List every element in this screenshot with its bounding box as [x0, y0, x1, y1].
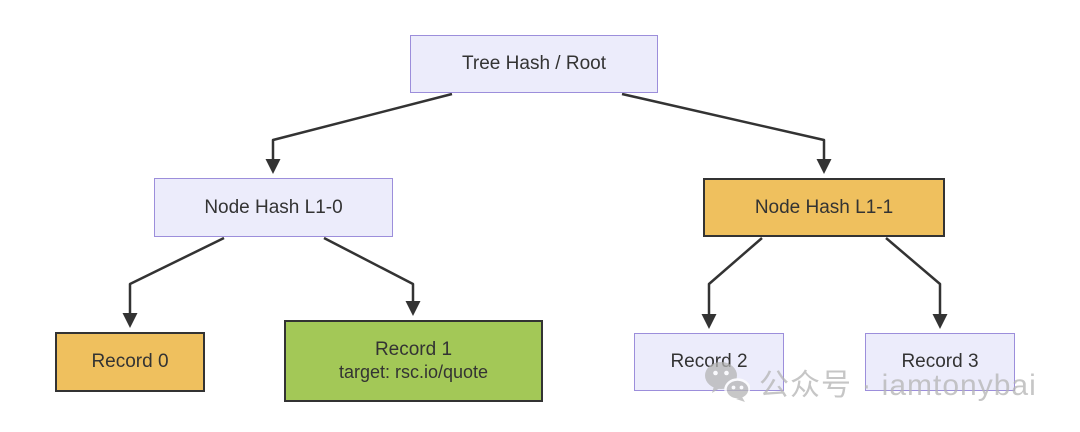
- node-record-3: Record 3: [865, 333, 1015, 391]
- edge-l1-1-to-record-3: [885, 237, 948, 329]
- node-sublabel: target: rsc.io/quote: [338, 361, 489, 382]
- node-hash-l1-0: Node Hash L1-0: [154, 178, 393, 237]
- edge-l1-0-to-record-0: [122, 236, 225, 328]
- node-record-0: Record 0: [55, 332, 205, 392]
- node-record-2: Record 2: [634, 333, 784, 391]
- node-record-1: Record 1 target: rsc.io/quote: [284, 320, 543, 402]
- node-label: Tree Hash / Root: [462, 53, 606, 75]
- edge-root-to-l1-1: [621, 92, 832, 174]
- node-hash-l1-1: Node Hash L1-1: [703, 178, 945, 237]
- node-tree-hash-root: Tree Hash / Root: [410, 35, 658, 93]
- node-label: Record 3: [901, 351, 979, 373]
- node-label: Record 0: [91, 351, 169, 373]
- edge-l1-0-to-record-1: [323, 236, 421, 316]
- edge-root-to-l1-0: [265, 92, 453, 174]
- node-label: Node Hash L1-0: [204, 196, 343, 218]
- edge-l1-1-to-record-2: [701, 237, 763, 329]
- node-label: Record 1: [374, 339, 453, 361]
- node-label: Node Hash L1-1: [754, 196, 894, 218]
- node-label: Record 2: [670, 351, 748, 373]
